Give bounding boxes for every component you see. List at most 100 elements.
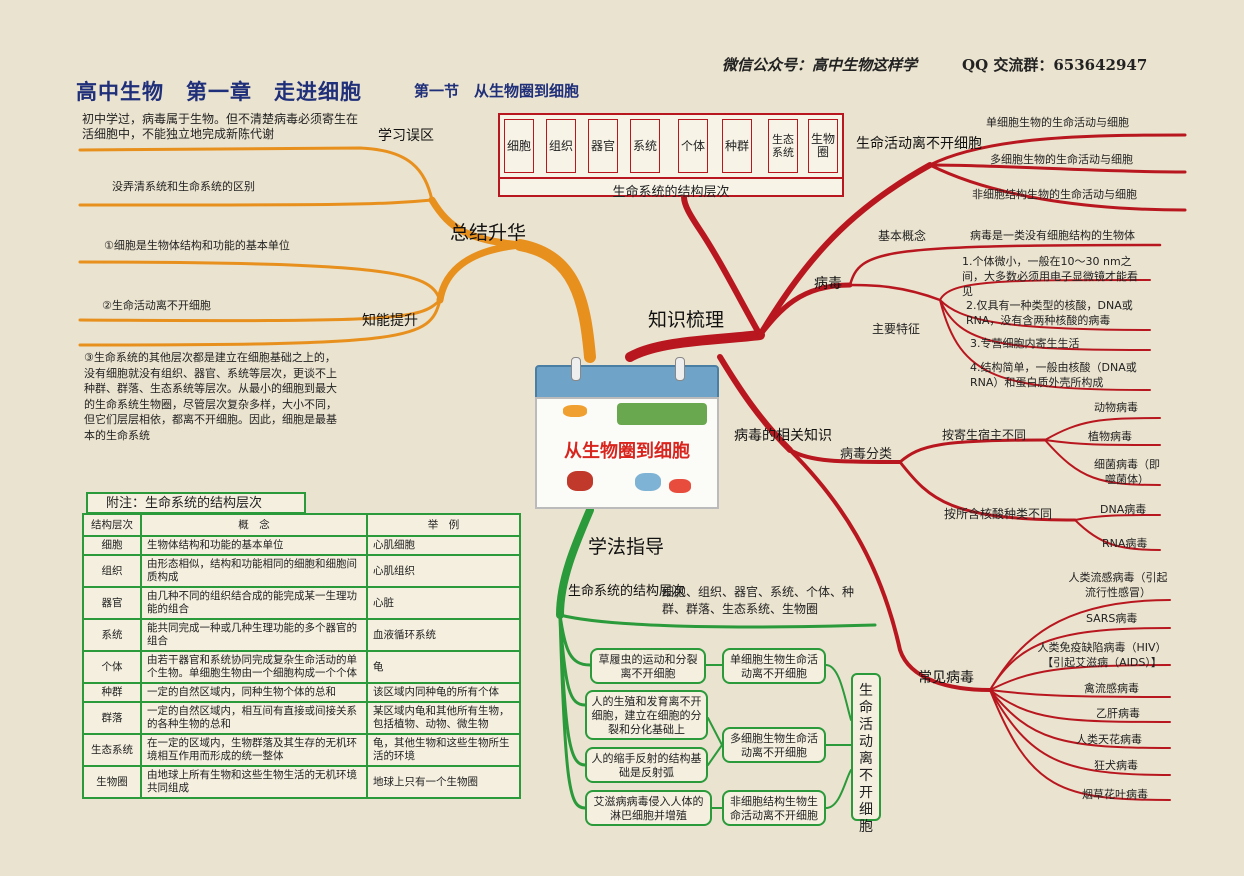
table-cell: 心脏 <box>366 586 521 620</box>
table-header-row: 结构层次 概 念 举 例 <box>82 513 521 537</box>
table-cell: 在一定的区域内，生物群落及其生存的无机环境相互作用而形成的统一整体 <box>140 733 368 767</box>
ability-label: 知能提升 <box>362 313 418 329</box>
table-cell: 种群 <box>82 682 142 703</box>
table-cell: 由几种不同的组织结合成的能完成某一生理功能的组合 <box>140 586 368 620</box>
mistake-item: 没弄清系统和生命系统的区别 <box>112 180 255 193</box>
common-virus: 乙肝病毒 <box>1096 707 1140 720</box>
common-virus: 人类流感病毒（引起流行性感冒） <box>1068 571 1168 599</box>
level-cell: 生物圈 <box>808 119 838 173</box>
table-row: 个体由若干器官和系统协同完成复杂生命活动的单个生物。单细胞生物由一个细胞构成一个… <box>82 650 521 684</box>
table-row: 器官由几种不同的组织结合成的能完成某一生理功能的组合心脏 <box>82 586 521 620</box>
virus-feature: 3.专营细胞内寄生生活 <box>970 337 1080 350</box>
cell-illustration <box>563 405 587 417</box>
common-virus: 禽流感病毒 <box>1084 682 1139 695</box>
virus-label: 病毒 <box>814 276 842 292</box>
table-cell: 系统 <box>82 618 142 652</box>
level-cell: 个体 <box>678 119 708 173</box>
calendar-body: 从生物圈到细胞 <box>535 397 719 509</box>
page-subtitle: 第一节 从生物圈到细胞 <box>414 82 580 100</box>
calendar-header <box>535 365 719 399</box>
table-row: 系统能共同完成一种或几种生理功能的多个器官的组合血液循环系统 <box>82 618 521 652</box>
example-box: 草履虫的运动和分裂离不开细胞 <box>590 648 706 684</box>
method-levels-text: 细胞、组织、器官、系统、个体、种群、群落、生态系统、生物圈 <box>662 585 855 616</box>
table-row: 组织由形态相似，结构和功能相同的细胞和细胞间质构成心肌组织 <box>82 554 521 588</box>
virus-knowledge-label: 病毒的相关知识 <box>734 428 832 444</box>
example-box: 人的缩手反射的结构基础是反射弧 <box>585 747 708 783</box>
table-cell: 个体 <box>82 650 142 684</box>
common-virus: 人类免疫缺陷病毒（HIV）【引起艾滋病（AIDS）】 <box>1037 641 1167 669</box>
conclusion-box: 生命活动离不开细胞 <box>851 673 881 835</box>
qq-group: QQ 交流群：653642947 <box>962 56 1148 74</box>
summary-label: 总结升华 <box>450 222 527 244</box>
table-row: 细胞生物体结构和功能的基本单位心肌细胞 <box>82 535 521 556</box>
column-header: 举 例 <box>366 513 521 537</box>
table-cell: 组织 <box>82 554 142 588</box>
category-box: 多细胞生物生命活动离不开细胞 <box>722 727 826 763</box>
structure-levels-chain: 细胞 组织 器官 系统 个体 种群 生态系统 生物圈 生命系统的结构层次 <box>498 113 844 200</box>
acid-virus-type: RNA病毒 <box>1102 537 1148 550</box>
table-cell: 一定的自然区域内，相互间有直接或间接关系的各种生物的总和 <box>140 701 368 735</box>
table-cell: 由地球上所有生物和这些生物生活的无机环境共同组成 <box>140 765 368 799</box>
table-cell: 器官 <box>82 586 142 620</box>
category-box: 单细胞生物生命活动离不开细胞 <box>722 648 826 684</box>
common-virus: SARS病毒 <box>1086 612 1138 625</box>
method-label: 学法指导 <box>588 536 665 558</box>
table-cell: 生物体结构和功能的基本单位 <box>140 535 368 556</box>
table-cell: 生物圈 <box>82 765 142 799</box>
calendar-ring <box>571 357 581 381</box>
classification-label: 病毒分类 <box>840 447 893 462</box>
concept-label: 基本概念 <box>878 229 927 243</box>
table-cell: 由若干器官和系统协同完成复杂生命活动的单个生物。单细胞生物由一个细胞构成一个个体 <box>140 650 368 684</box>
ability-item: ②生命活动离不开细胞 <box>102 299 211 312</box>
table-cell: 生态系统 <box>82 733 142 767</box>
table-cell: 由形态相似，结构和功能相同的细胞和细胞间质构成 <box>140 554 368 588</box>
table-cell: 心肌细胞 <box>366 535 521 556</box>
table-cell: 心肌组织 <box>366 554 521 588</box>
ability-item: ③生命系统的其他层次都是建立在细胞基础之上的，没有细胞就没有组织、器官、系统等层… <box>84 351 337 442</box>
common-virus: 人类天花病毒 <box>1076 733 1142 746</box>
common-virus: 狂犬病毒 <box>1094 759 1138 772</box>
acid-virus-type: DNA病毒 <box>1100 503 1147 516</box>
table-row: 群落一定的自然区域内，相互间有直接或间接关系的各种生物的总和某区域内龟和其他所有… <box>82 701 521 735</box>
features-label: 主要特征 <box>872 322 921 336</box>
organ-illustration <box>567 471 593 491</box>
level-cell: 系统 <box>630 119 660 173</box>
table-row: 种群一定的自然区域内，同种生物个体的总和该区域内同种龟的所有个体 <box>82 682 521 703</box>
table-cell: 地球上只有一个生物圈 <box>366 765 521 799</box>
life-activity-item: 多细胞生物的生命活动与细胞 <box>990 153 1133 166</box>
level-cell: 种群 <box>722 119 752 173</box>
animal-illustration <box>669 479 691 493</box>
host-virus-type: 植物病毒 <box>1088 430 1132 443</box>
virus-concept: 病毒是一类没有细胞结构的生物体 <box>970 229 1135 242</box>
table-cell: 该区域内同种龟的所有个体 <box>366 682 521 703</box>
center-calendar: 从生物圈到细胞 <box>535 357 719 509</box>
life-activity-item: 非细胞结构生物的生命活动与细胞 <box>972 188 1137 201</box>
table-title: 附注：生命系统的结构层次 <box>86 492 306 514</box>
level-cell: 生态系统 <box>768 119 798 173</box>
knowledge-label: 知识梳理 <box>648 309 725 331</box>
virus-feature: 2.仅具有一种类型的核酸，DNA或RNA，没有含两种核酸的病毒 <box>966 299 1133 327</box>
level-cell: 器官 <box>588 119 618 173</box>
by-acid-label: 按所含核酸种类不同 <box>944 507 1053 521</box>
category-box: 非细胞结构生物生命活动离不开细胞 <box>722 790 826 826</box>
cell-illustration <box>635 473 661 491</box>
landscape-illustration <box>617 403 707 425</box>
life-activity-item: 单细胞生物的生命活动与细胞 <box>986 116 1129 129</box>
table-cell: 龟，其他生物和这些生物所生活的环境 <box>366 733 521 767</box>
example-box: 人的生殖和发育离不开细胞，建立在细胞的分裂和分化基础上 <box>585 690 708 740</box>
level-cell: 细胞 <box>504 119 534 173</box>
host-virus-type: 细菌病毒（即噬菌体） <box>1094 458 1160 486</box>
table-row: 生态系统在一定的区域内，生物群落及其生存的无机环境相互作用而形成的统一整体龟，其… <box>82 733 521 767</box>
structure-levels-table: 结构层次 概 念 举 例 细胞生物体结构和功能的基本单位心肌细胞 组织由形态相似… <box>82 513 521 799</box>
table-cell: 细胞 <box>82 535 142 556</box>
common-virus-label: 常见病毒 <box>918 670 974 686</box>
table-cell: 某区域内龟和其他所有生物，包括植物、动物、微生物 <box>366 701 521 735</box>
life-activity-label: 生命活动离不开细胞 <box>856 136 982 152</box>
mistakes-label: 学习误区 <box>378 128 434 144</box>
table-cell: 龟 <box>366 650 521 684</box>
method-levels-label: 生命系统的结构层次 <box>568 584 686 599</box>
page-title: 高中生物 第一章 走进细胞 <box>76 80 362 104</box>
host-virus-type: 动物病毒 <box>1094 401 1138 414</box>
